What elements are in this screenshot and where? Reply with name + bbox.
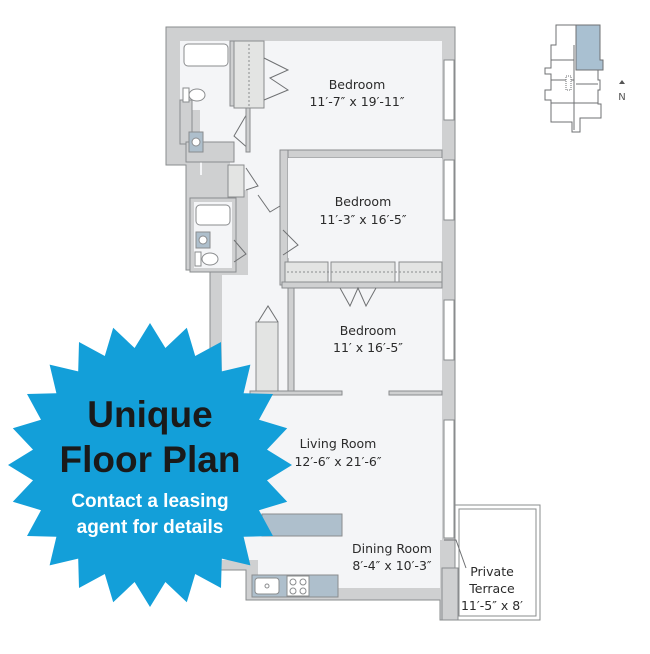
door-swing-icon — [282, 229, 299, 256]
starburst-icon — [8, 323, 292, 607]
room-bedroom-1: Bedroom 11′-7″ x 19′-11″ — [309, 77, 404, 109]
toilet-tank-icon — [194, 251, 202, 267]
kitchen-sink-icon — [254, 577, 280, 595]
terrace-door-icon — [444, 539, 467, 569]
elevator-icon — [565, 75, 572, 91]
window-icon — [443, 299, 455, 361]
room-dimensions: 11′-3″ x 16′-5″ — [319, 212, 406, 227]
toilet-icon — [188, 88, 206, 102]
stove-icon — [286, 575, 310, 597]
window-icon — [443, 159, 455, 221]
kitchen-island — [261, 513, 343, 537]
door-swing-icon — [233, 111, 251, 151]
door-swing-icon — [233, 239, 247, 263]
room-private-terrace: Private Terrace 11′-5″ x 8′ — [461, 564, 523, 613]
bathtub-icon — [183, 43, 229, 67]
burner — [289, 587, 297, 595]
wall — [441, 567, 459, 621]
toilet-icon — [201, 252, 219, 266]
burner — [289, 578, 297, 586]
room-name: Bedroom — [329, 77, 386, 92]
room-name: Living Room — [300, 436, 377, 451]
north-arrow-icon — [619, 80, 625, 84]
drain — [264, 583, 270, 589]
wall — [388, 390, 443, 396]
room-dining-room: Dining Room 8′-4″ x 10′-3″ — [352, 541, 432, 573]
room-living-room: Living Room 12′-6″ x 21′-6″ — [294, 436, 381, 469]
sink-icon — [198, 235, 208, 245]
bathtub-icon — [195, 204, 231, 226]
unit-highlight — [575, 24, 604, 71]
room-bedroom-3: Bedroom 11′ x 16′-5″ — [333, 323, 403, 355]
burner — [299, 578, 307, 586]
key-plan: N — [544, 24, 626, 133]
room-name: Dining Room — [352, 541, 432, 556]
door-swing-icon — [257, 194, 281, 213]
sink-icon — [191, 137, 201, 147]
badge-subtitle-line2: agent for details — [77, 517, 224, 538]
room-bedroom-2: Bedroom 11′-3″ x 16′-5″ — [319, 194, 406, 227]
badge-title-line2: Floor Plan — [60, 439, 241, 480]
room-dimensions: 8′-4″ x 10′-3″ — [352, 558, 431, 573]
door-swing-icon — [257, 305, 279, 323]
wall — [249, 390, 343, 396]
room-name: Bedroom — [335, 194, 392, 209]
compass-label: N — [618, 92, 625, 103]
linen-closet-icon — [227, 164, 245, 198]
window-icon — [443, 419, 455, 539]
unique-floor-plan-badge: Unique Floor Plan Contact a leasing agen… — [8, 323, 292, 607]
terrace-inner — [458, 508, 537, 617]
room-dimensions: 12′-6″ x 21′-6″ — [294, 454, 381, 469]
burner — [299, 587, 307, 595]
bedroom-2-floor — [288, 158, 442, 258]
closet-bifold-door-icon — [339, 286, 377, 308]
closet-bifold-door-icon — [263, 57, 290, 101]
window-icon — [443, 59, 455, 121]
wall — [245, 107, 251, 153]
room-dimensions: 11′ x 16′-5″ — [333, 340, 403, 355]
closet-icon — [255, 321, 279, 393]
door-swing-icon — [245, 167, 259, 191]
room-dimensions: 11′-7″ x 19′-11″ — [309, 94, 404, 109]
wall — [281, 281, 443, 289]
wall — [279, 149, 443, 159]
toilet-tank-icon — [182, 87, 190, 103]
room-name: Terrace — [468, 581, 515, 596]
badge-subtitle-line1: Contact a leasing — [71, 491, 228, 512]
room-name: Bedroom — [340, 323, 397, 338]
badge-title-line1: Unique — [87, 394, 212, 435]
room-dimensions: 11′-5″ x 8′ — [461, 598, 523, 613]
room-name: Private — [470, 564, 514, 579]
wall — [287, 287, 295, 393]
